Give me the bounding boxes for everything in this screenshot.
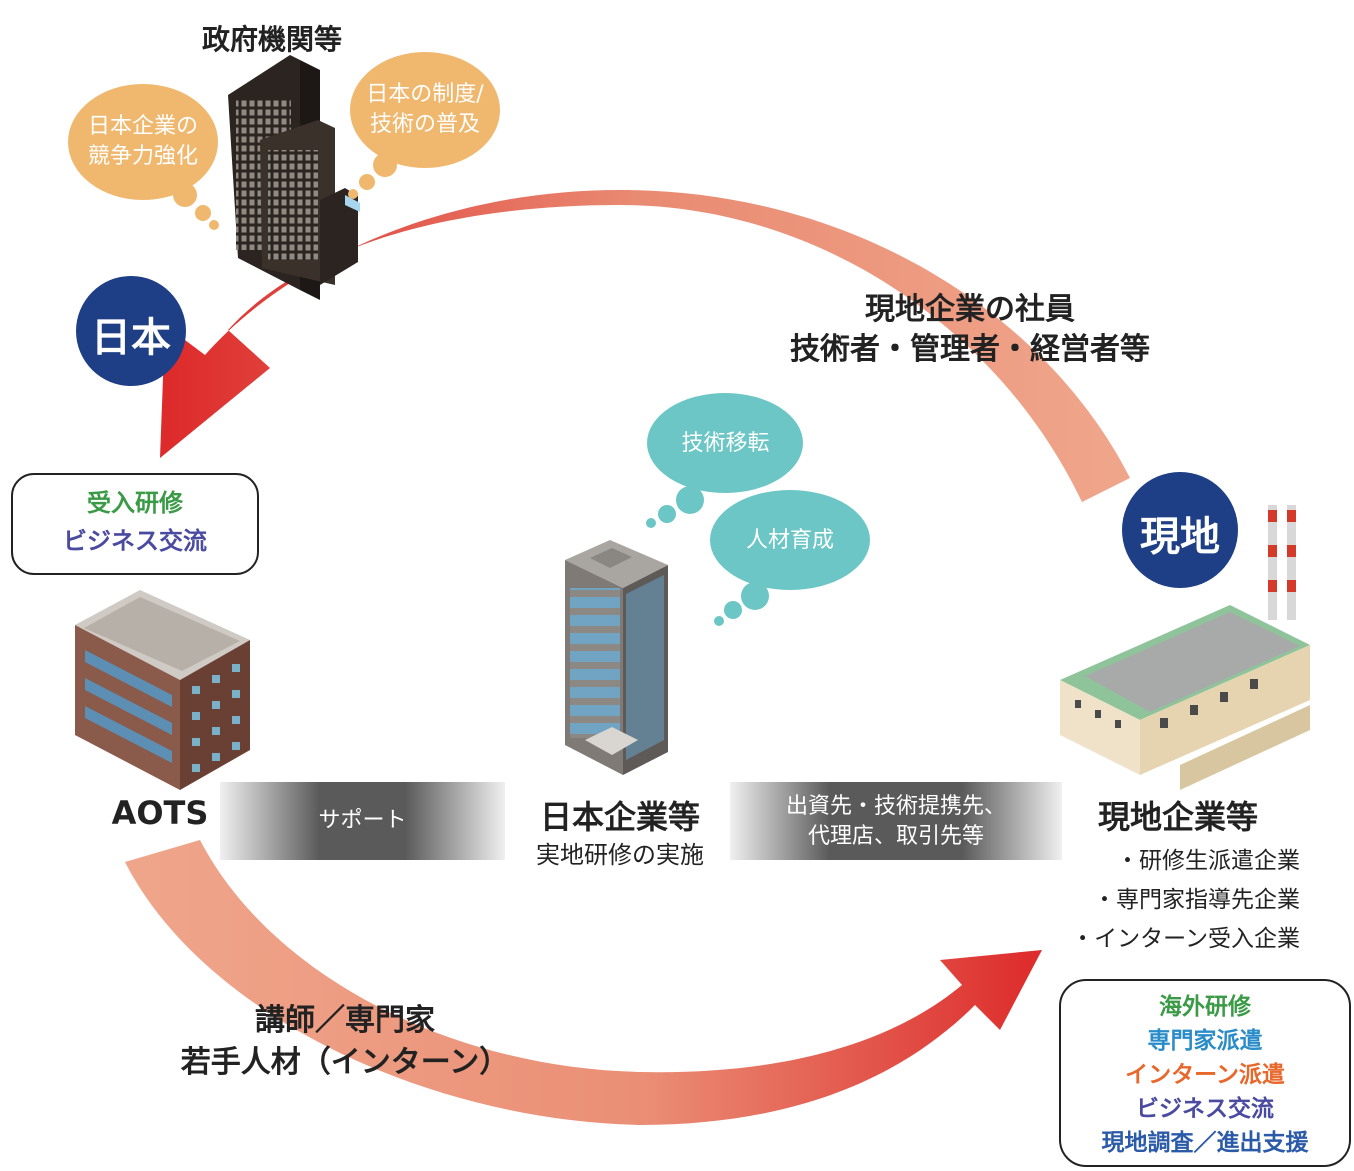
bottom-arrow-label: 講師／専門家 若手人材（インターン） [150,1000,540,1084]
partner-band-line2: 代理店、取引先等 [807,824,984,849]
bottom-arrow [125,840,1042,1125]
bubble-standards-line1: 日本の制度/ [366,82,484,107]
japan-badge-label: 日本 [91,315,171,361]
bottom-arrow-label-line2: 若手人材（インターン） [180,1045,510,1080]
support-band [220,782,505,860]
bubble-standards [350,52,500,168]
local-program-box-text: 海外研修 専門家派遣 インターン派遣 ビジネス交流 現地調査／進出支援 [1060,990,1350,1160]
local-program-line1: 海外研修 [1159,994,1251,1020]
partner-band [730,782,1062,860]
bubble-standards-text: 日本の制度/ 技術の普及 [350,80,500,140]
gov-title: 政府機関等 [201,23,342,56]
bubble-hr-development-text: 人材育成 [745,528,834,553]
local-program-line5: 現地調査／進出支援 [1101,1130,1309,1156]
aots-name: AOTS [111,794,209,832]
support-band-label: サポート [318,808,407,833]
aots-program-line1: 受入研修 [87,489,183,517]
bottom-arrow-label-line1: 講師／専門家 [255,1003,435,1038]
aots-building [75,590,250,790]
local-badge [1122,472,1238,588]
local-program-box [1059,979,1351,1167]
top-arrow-label: 現地企業の社員 技術者・管理者・経営者等 [760,290,1180,370]
local-program-line2: 専門家派遣 [1147,1028,1263,1054]
local-factory [1060,505,1310,790]
japan-company-name: 日本企業等 [539,798,700,836]
government-building [228,55,360,300]
bubble-tech-transfer [647,393,803,493]
top-arrow-label-line2: 技術者・管理者・経営者等 [790,332,1150,367]
top-arrow [160,190,1130,502]
bubble-standards-line2: 技術の普及 [369,112,480,137]
local-badge-label: 現地 [1140,514,1220,560]
bubble-competitiveness-text: 日本企業の 競争力強化 [68,112,218,172]
local-company-item: ・インターン受入企業 [1071,926,1300,952]
local-program-line3: インターン派遣 [1125,1062,1285,1088]
aots-program-line2: ビジネス交流 [63,527,207,555]
top-arrow-label-line1: 現地企業の社員 [865,292,1075,327]
local-company-item: ・研修生派遣企業 [1116,848,1300,874]
local-company-list: ・研修生派遣企業 ・専門家指導先企業 ・インターン受入企業 [1040,842,1300,959]
partner-band-label: 出資先・技術提携先、 代理店、取引先等 [730,792,1062,852]
japan-company-sub: 実地研修の実施 [536,841,704,869]
bubble-competitiveness-line2: 競争力強化 [87,144,198,169]
aots-program-box-text: 受入研修 ビジネス交流 [12,484,258,560]
local-company-name: 現地企業等 [1097,798,1258,836]
bubble-tech-transfer-text: 技術移転 [681,431,770,456]
bubble-hr-development [710,490,870,590]
local-program-line4: ビジネス交流 [1136,1096,1274,1122]
japan-badge [76,276,186,386]
aots-program-box [11,473,259,575]
partner-band-line1: 出資先・技術提携先、 [785,794,1006,819]
local-company-item: ・専門家指導先企業 [1093,887,1300,913]
bubble-competitiveness-line1: 日本企業の [87,114,198,139]
japan-company-building [565,540,668,775]
bubble-competitiveness [68,84,218,200]
